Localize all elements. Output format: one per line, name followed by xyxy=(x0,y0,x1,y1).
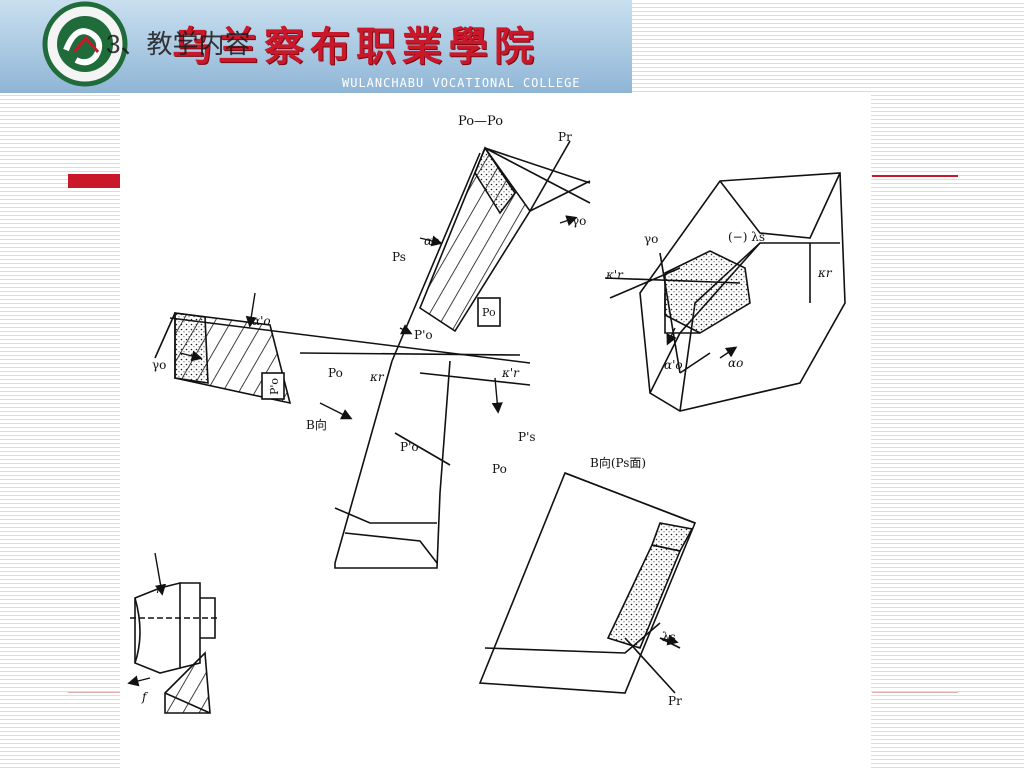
label-po-prime-center: P'o xyxy=(414,328,433,342)
label-n: n xyxy=(156,582,164,596)
red-rule-bottom-right xyxy=(872,692,958,693)
red-rule-bottom-left xyxy=(68,692,120,693)
label-po-lower: Po xyxy=(492,462,507,476)
diagram-lines xyxy=(127,140,846,714)
label-b-dir: B向 xyxy=(306,418,327,432)
label-pr-top: Pr xyxy=(558,130,572,144)
label-ps-prime: P's xyxy=(518,430,536,444)
label-alpha-o-top: αo xyxy=(424,234,440,248)
label-po-prime-left: P'o xyxy=(268,377,282,396)
label-kappa-r-prime-center: κ'r xyxy=(502,366,519,380)
label-alpha-o-right: αo xyxy=(728,356,744,370)
college-name-en: WULANCHABU VOCATIONAL COLLEGE xyxy=(342,76,581,90)
college-name-cn: 乌兰察布职業學院 xyxy=(172,23,540,70)
label-kappa-r-prime-right: κ'r xyxy=(606,268,623,282)
label-gamma-o-right: γo xyxy=(644,232,659,246)
label-po-po: Po—Po xyxy=(458,114,504,129)
label-po-small: Po xyxy=(482,306,496,319)
label-lambda-s: λs xyxy=(662,630,676,644)
label-b-dir-ps: B向(Ps面) xyxy=(590,456,647,470)
label-po-center: Po xyxy=(328,366,343,380)
red-rule-top-right xyxy=(872,175,958,177)
label-alpha-o-prime-right: α'o xyxy=(664,358,683,372)
slide-title: 3、教学内容 xyxy=(106,29,251,59)
label-gamma-o-top: γo xyxy=(572,214,587,228)
accent-bar xyxy=(68,174,120,188)
label-ps: Ps xyxy=(392,250,406,264)
college-logo-icon xyxy=(42,1,128,87)
label-pr-bottom: Pr xyxy=(668,694,682,708)
label-kappa-r-right: κr xyxy=(818,266,832,280)
label-lambda-s-neg: (−) λs xyxy=(728,230,765,244)
label-gamma-o-left: γo xyxy=(152,358,167,372)
tool-angle-diagram: Po—Po Pr γo αo Ps Po α'o γo P'o P'o Po κ… xyxy=(120,93,871,768)
header-banner: 乌兰察布职業學院 3、教学内容 WULANCHABU VOCATIONAL CO… xyxy=(0,0,632,93)
label-alpha-o-prime: α'o xyxy=(252,314,271,328)
label-f: f xyxy=(142,690,147,704)
label-po-prime-lower: P'o xyxy=(400,440,419,454)
label-kappa-r-center: κr xyxy=(370,370,384,384)
